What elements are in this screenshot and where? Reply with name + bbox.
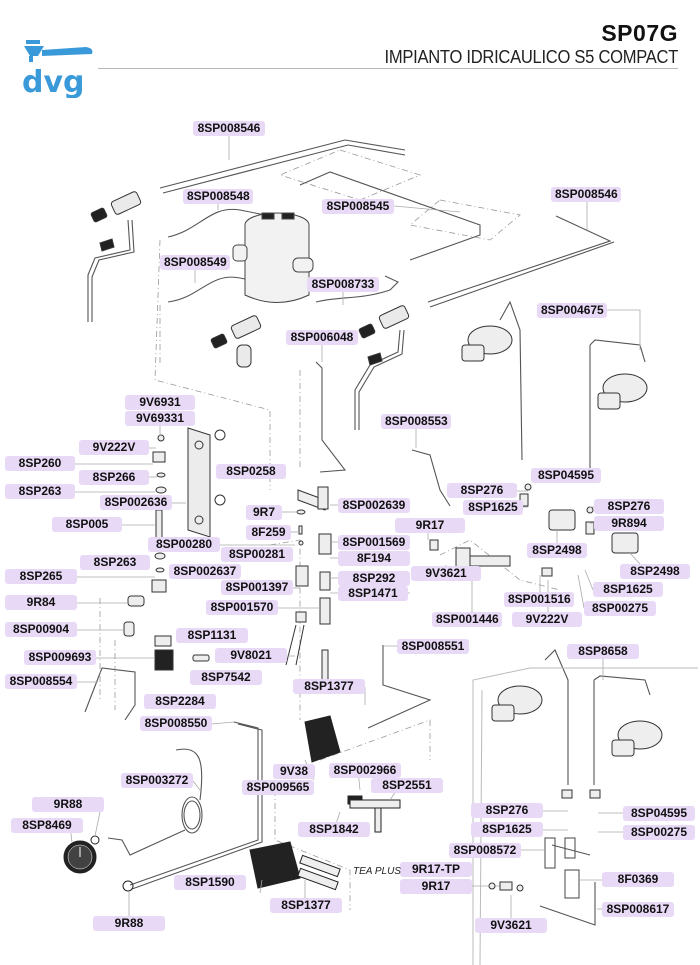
part-label: 9V3621: [475, 918, 547, 933]
part-label: 8SP263: [5, 484, 75, 499]
part-label: 9R17: [395, 518, 465, 533]
part-label: 8SP2551: [371, 778, 443, 793]
part-label: 8SP008545: [322, 199, 394, 214]
part-label: 9V6931: [125, 395, 195, 410]
part-label: 8SP00280: [148, 537, 220, 552]
part-label: 8SP260: [5, 456, 75, 471]
part-label: 8F0369: [602, 872, 674, 887]
part-label: 8SP008617: [602, 902, 674, 917]
part-label: 9V222V: [512, 612, 582, 627]
part-label: 8SP1590: [174, 875, 246, 890]
tea-plus-note: TEA PLUS: [353, 866, 401, 877]
part-label: 8SP1625: [593, 582, 663, 597]
part-label: 8SP009693: [24, 650, 96, 665]
part-label: 8SP7542: [190, 670, 262, 685]
part-label: 9R88: [93, 916, 165, 931]
part-label: 9R84: [5, 595, 77, 610]
part-label: 8SP276: [471, 803, 543, 818]
tube-8SP008546-left: [159, 139, 406, 189]
part-label: 8SP005: [52, 517, 122, 532]
part-label: 8SP00281: [221, 547, 293, 562]
part-label: 8F194: [338, 551, 410, 566]
part-label: 8SP1625: [463, 500, 523, 515]
part-label: 8SP265: [5, 569, 77, 584]
part-label: 8SP001570: [206, 600, 278, 615]
part-label: 8SP0258: [216, 464, 286, 479]
part-label: 9V3621: [411, 566, 481, 581]
part-label: 8SP008553: [381, 414, 451, 429]
part-label: 8SP003272: [121, 773, 193, 788]
part-label: 8SP008572: [449, 843, 521, 858]
header-divider: [98, 68, 678, 69]
part-label: 8SP006048: [286, 330, 358, 345]
part-label: 8SP8469: [11, 818, 83, 833]
part-label: 8SP8658: [567, 644, 639, 659]
part-label: 8SP001397: [221, 580, 293, 595]
part-label: 8SP1377: [270, 898, 342, 913]
pressure-gauge: [63, 835, 134, 892]
part-label: 8SP008549: [160, 255, 230, 270]
part-label: 8SP008548: [183, 189, 253, 204]
part-label: 8SP002637: [169, 564, 241, 579]
part-label: 8SP263: [80, 555, 150, 570]
part-label: 8SP00904: [5, 622, 77, 637]
diagram-code: SP07G: [601, 20, 678, 46]
part-label: 9R894: [594, 516, 664, 531]
part-label: 9V8021: [215, 648, 287, 663]
part-label: 8SP1625: [471, 822, 543, 837]
part-label: 8SP276: [594, 499, 664, 514]
part-label: 8SP1377: [293, 679, 365, 694]
part-label: 9R88: [32, 797, 104, 812]
dvg-logo: dvg: [22, 40, 93, 98]
part-label: 8SP001446: [432, 612, 502, 627]
part-label: 8F259: [246, 525, 291, 540]
part-label: 8SP008550: [140, 716, 212, 731]
part-label: 8SP008546: [193, 121, 265, 136]
part-label: 8SP00275: [623, 825, 695, 840]
part-label: 8SP04595: [531, 468, 601, 483]
part-label: 8SP004675: [537, 303, 607, 318]
portafilter-icon: [24, 40, 93, 62]
part-label: 8SP002636: [100, 495, 172, 510]
part-label: 8SP276: [447, 483, 517, 498]
part-label: 8SP001516: [504, 592, 574, 607]
part-label: 9R17: [400, 879, 472, 894]
part-label: 8SP002639: [338, 498, 410, 513]
part-label: 8SP002966: [329, 763, 401, 778]
part-label: 8SP266: [79, 470, 149, 485]
diagram-title: IMPIANTO IDRICAULICO S5 COMPACT: [384, 47, 678, 67]
part-label: 8SP00275: [584, 601, 656, 616]
part-label: 9V69331: [125, 411, 195, 426]
part-label: 8SP1842: [298, 822, 370, 837]
part-label: 8SP008546: [551, 187, 621, 202]
part-label: 8SP292: [338, 571, 410, 586]
part-label: 9V222V: [79, 440, 149, 455]
part-label: 9R7: [246, 505, 282, 520]
logo-text: dvg: [22, 65, 85, 98]
part-label: 8SP008551: [397, 639, 469, 654]
part-label: 8SP2498: [527, 543, 587, 558]
part-label: 8SP1131: [176, 628, 248, 643]
part-label: 8SP008554: [5, 674, 77, 689]
part-label: 9V38: [273, 764, 315, 779]
part-label: 8SP001569: [338, 535, 410, 550]
part-label: 8SP2284: [144, 694, 216, 709]
part-label: 8SP008733: [307, 277, 379, 292]
part-label: 8SP04595: [623, 806, 695, 821]
part-label: 8SP009565: [242, 780, 314, 795]
part-label: 8SP2498: [620, 564, 690, 579]
boiler: [232, 212, 314, 303]
part-label: 9R17-TP: [400, 862, 472, 877]
part-label: 8SP1471: [338, 586, 408, 601]
